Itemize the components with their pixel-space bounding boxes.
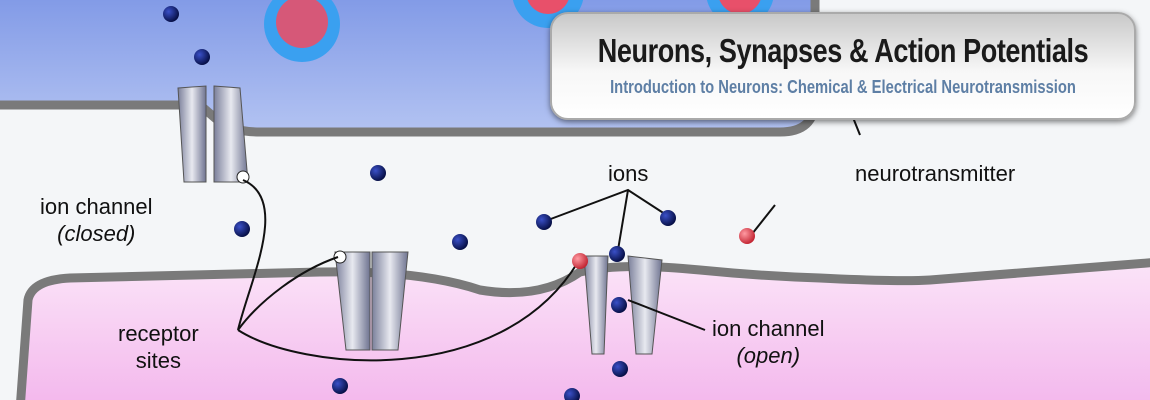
pointer-lines	[237, 109, 861, 362]
label-ion-channel-open: ion channel(open)	[712, 316, 825, 368]
title-banner: Neurons, Synapses & Action Potentials In…	[550, 12, 1136, 120]
banner-title: Neurons, Synapses & Action Potentials	[597, 32, 1089, 69]
label-neurotransmitter: neurotransmitter	[855, 161, 1016, 186]
ion-channel-open	[583, 255, 663, 355]
label-ion-channel-closed: ion channel(closed)	[40, 194, 153, 246]
postsynaptic-membrane	[16, 258, 1150, 400]
vesicle	[264, 0, 340, 62]
ion-channel-closed-postsynaptic	[333, 250, 409, 351]
label-ions: ions	[608, 161, 649, 186]
ions	[163, 6, 676, 400]
neurotransmitters	[572, 228, 755, 269]
banner-subtitle: Introduction to Neurons: Chemical & Elec…	[610, 77, 1076, 97]
ion-channel-closed-presynaptic	[177, 85, 250, 184]
